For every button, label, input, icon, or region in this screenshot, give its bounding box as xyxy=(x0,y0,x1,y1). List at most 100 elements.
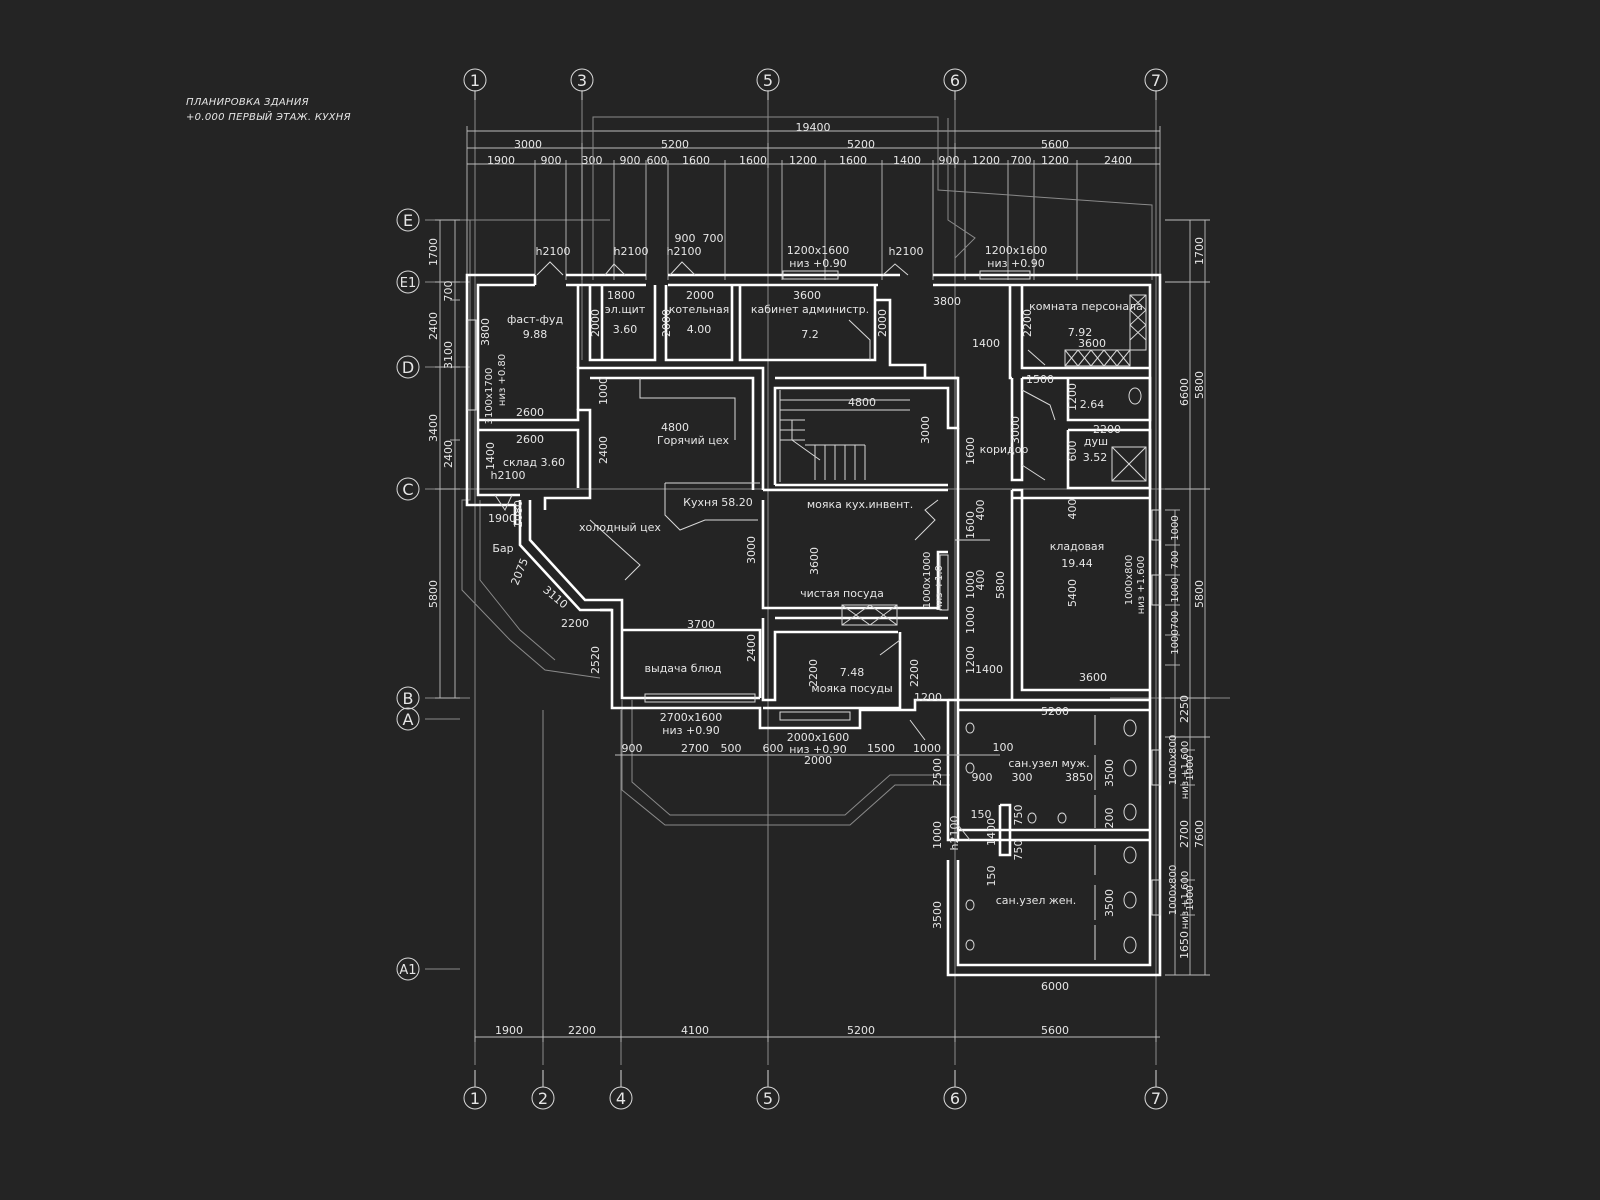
room-name: эл.щит xyxy=(605,303,646,316)
axis-bubble: 1 xyxy=(463,1070,487,1110)
dim-label: 3400 xyxy=(427,414,440,442)
dim-label: 1000 xyxy=(1185,885,1196,910)
room-fastfood: фаст-фуд 9.88 xyxy=(507,313,563,341)
window-size-label: 1200x1600 xyxy=(787,244,850,257)
dim-label: 400 xyxy=(974,570,987,591)
dim-overall-width: 19400 xyxy=(796,121,831,134)
room-area: 7.48 xyxy=(840,666,865,679)
dim-label: 5800 xyxy=(994,571,1007,599)
dim-label: 1600 xyxy=(739,154,767,167)
dim-label: 1800 xyxy=(607,289,635,302)
axis-bubble: 6 xyxy=(943,68,967,100)
dim-label: 1400 xyxy=(985,818,998,846)
dim-label: 1200 xyxy=(914,691,942,704)
dim-label: 2500 xyxy=(931,758,944,786)
axis-bubble: 1 xyxy=(463,68,487,100)
room-area: 19.44 xyxy=(1061,557,1093,570)
dim-label: 300 xyxy=(1012,771,1033,784)
window-sill-label: низ +1.600 xyxy=(1136,556,1147,615)
dim-label: 2075 xyxy=(508,556,531,587)
axis-label: B xyxy=(403,689,414,708)
dim-label: 4800 xyxy=(848,396,876,409)
room-name: котельная xyxy=(669,303,730,316)
room-pantry: кладовая 19.44 xyxy=(1050,540,1105,570)
axis-label: 1 xyxy=(470,1089,480,1108)
room-name: комната персонала xyxy=(1029,300,1143,313)
axis-bubbles-top: 1 3 5 6 7 xyxy=(463,68,1168,100)
dim-label: 1000 xyxy=(1170,629,1181,654)
dim-label: 2200 xyxy=(1093,423,1121,436)
dim-label: 5200 xyxy=(847,1024,875,1037)
room-area: 3.60 xyxy=(613,323,638,336)
room-shower: душ 3.52 xyxy=(1083,435,1108,464)
dim-label: 5200 xyxy=(847,138,875,151)
axis-label: 2 xyxy=(538,1089,548,1108)
window-size-label: 1000x800 xyxy=(1124,555,1135,605)
dim-label: 5200 xyxy=(661,138,689,151)
dim-label: 3000 xyxy=(1009,416,1022,444)
room-wc-women: сан.узел жен. xyxy=(996,894,1077,907)
dim-label: 3500 xyxy=(1103,889,1116,917)
axis-label: A1 xyxy=(399,963,416,978)
drawing-title-line2: +0.000 ПЕРВЫЙ ЭТАЖ. КУХНЯ xyxy=(186,112,351,123)
dim-label: 3000 xyxy=(919,416,932,444)
room-cold-shop: холодный цех xyxy=(579,521,661,534)
window-size-label: 1000x1000 xyxy=(922,552,933,609)
window-size-label: 1000x800 xyxy=(1168,865,1179,915)
axis-bubble: C xyxy=(396,477,420,501)
dim-label: 900 xyxy=(541,154,562,167)
dim-label: 2200 xyxy=(908,659,921,687)
dim-label: 3600 xyxy=(1079,671,1107,684)
dim-label: 1600 xyxy=(964,511,977,539)
dim-label: 600 xyxy=(1066,441,1079,462)
dim-label: 900 xyxy=(622,742,643,755)
window-size-label: 3100x1700 xyxy=(484,368,495,425)
dim-label: 400 xyxy=(1066,499,1079,520)
room-serving: выдача блюд xyxy=(645,662,722,675)
dim-label: 750 xyxy=(1012,840,1025,861)
door-height-label: h2100 xyxy=(667,245,702,258)
dim-label: 1400 xyxy=(975,663,1003,676)
right-dimension-chain: 1700 6600 5800 5800 2250 2700 7600 1650 … xyxy=(1165,219,1210,976)
window-sill-label: низ +1.0 xyxy=(934,565,945,611)
dim-label: 3500 xyxy=(1103,759,1116,787)
room-name: мояка посуды xyxy=(811,682,892,695)
dim-label: 1000 xyxy=(1170,515,1181,540)
dim-label: 2000 xyxy=(876,309,889,337)
dim-label: 3110 xyxy=(540,583,570,611)
dim-label: 1000 xyxy=(964,606,977,634)
dim-label: 3800 xyxy=(933,295,961,308)
room-hot-shop: Горячий цех xyxy=(657,434,730,447)
dim-label: 900 xyxy=(972,771,993,784)
axis-label: 6 xyxy=(950,1089,960,1108)
room-wc-small: 2.64 xyxy=(1080,398,1105,411)
dim-label: 1000 xyxy=(964,571,977,599)
dim-label: 1500 xyxy=(1026,373,1054,386)
dim-label: 1200 xyxy=(972,154,1000,167)
axis-label: 4 xyxy=(616,1089,626,1108)
window-size-label: 2700x1600 xyxy=(660,711,723,724)
dim-label: 4100 xyxy=(681,1024,709,1037)
dim-label: 600 xyxy=(763,742,784,755)
axis-bubble: A xyxy=(396,707,420,731)
dim-label: 1000 xyxy=(597,377,610,405)
dim-label: 1400 xyxy=(972,337,1000,350)
opening-labels: h2100 h2100 h2100 h2100 h2100 h2100 1200… xyxy=(484,244,1191,929)
dim-label: 1600 xyxy=(839,154,867,167)
axis-bubble: 5 xyxy=(756,1070,780,1110)
axis-bubble: A1 xyxy=(396,957,420,981)
axis-bubble: E1 xyxy=(396,270,420,294)
room-staff: комната персонала 7.92 xyxy=(1029,300,1143,339)
room-area: 9.88 xyxy=(523,328,548,341)
dim-label: 3800 xyxy=(479,318,492,346)
dim-label: 3100 xyxy=(442,341,455,369)
axis-label: E xyxy=(403,211,413,230)
room-kitchen: Кухня 58.20 xyxy=(683,496,753,509)
inner-dimensions: 1800 2000 3600 3800 900 700 1400 1500 22… xyxy=(479,232,1121,993)
dim-label: 1200 xyxy=(964,646,977,674)
drawing-title-line1: ПЛАНИРОВКА ЗДАНИЯ xyxy=(186,97,309,108)
window-sill-label: низ +0.90 xyxy=(987,257,1044,270)
dim-label: 1400 xyxy=(893,154,921,167)
dim-label: 7600 xyxy=(1193,820,1206,848)
